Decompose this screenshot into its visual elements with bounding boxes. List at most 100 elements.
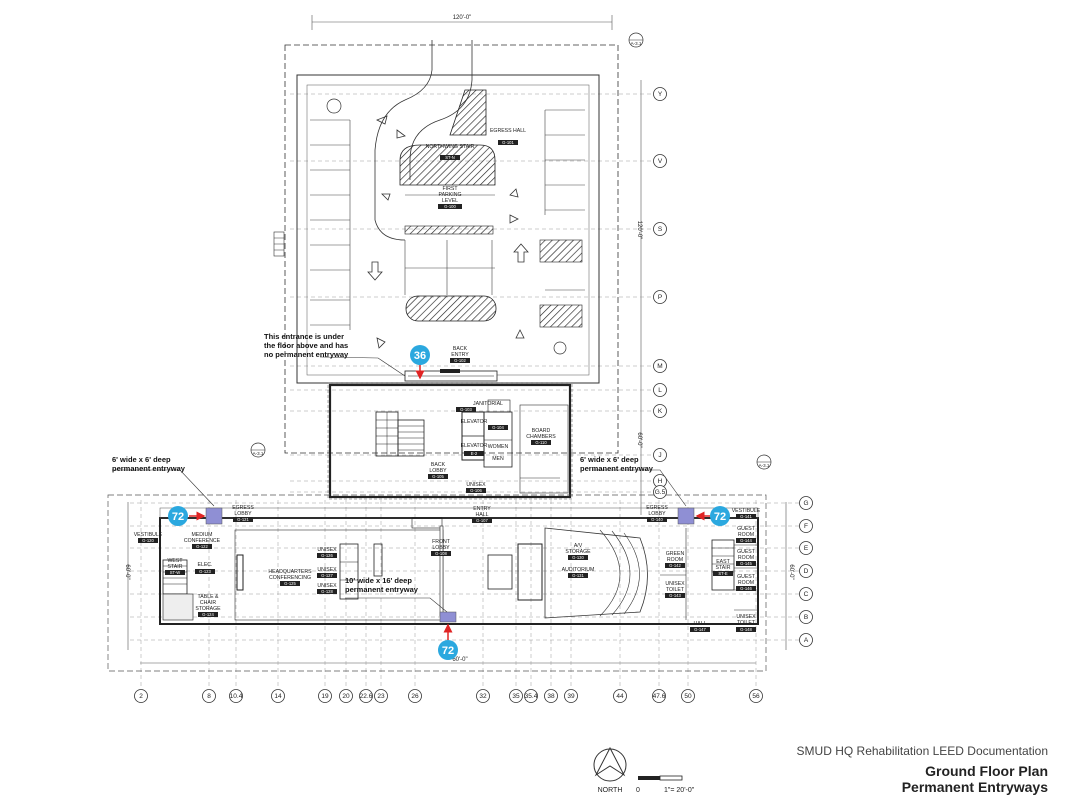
- grid-column-label: 19: [321, 693, 329, 700]
- svg-text:EGRESS: EGRESS: [232, 505, 254, 511]
- room-women: WOMEN: [488, 444, 509, 450]
- section-mark-west: A-3.1: [250, 442, 266, 458]
- grid-row-label: P: [658, 294, 662, 301]
- svg-text:CONFERENCE: CONFERENCE: [184, 538, 221, 544]
- room-elec: ELEC.: [198, 562, 213, 568]
- svg-text:PARKING: PARKING: [439, 192, 462, 198]
- svg-text:LOBBY: LOBBY: [648, 511, 666, 517]
- scale-bar: [638, 775, 683, 781]
- grid-column-bubble: 10.4: [229, 689, 243, 703]
- project-title: SMUD HQ Rehabilitation LEED Documentatio…: [796, 744, 1048, 758]
- grid-column-bubble: 14: [271, 689, 285, 703]
- svg-text:A-3.1: A-3.1: [759, 463, 770, 468]
- grid-row-label: D: [804, 568, 809, 575]
- grid-row-label: V: [658, 158, 663, 165]
- room-janitorial: JANITORIAL: [473, 401, 503, 407]
- svg-text:A-3.1: A-3.1: [631, 41, 642, 46]
- svg-text:GUEST: GUEST: [737, 574, 756, 580]
- svg-text:G-106: G-106: [470, 488, 482, 493]
- scale-zero: 0: [636, 787, 640, 794]
- room-elevator-2: ELEVATOR: [461, 443, 488, 449]
- svg-text:FIRST: FIRST: [443, 186, 459, 192]
- room-vestibule-east: VESTIBULE: [732, 508, 761, 514]
- svg-text:G-141: G-141: [740, 514, 752, 519]
- grid-column-label: 44: [616, 693, 624, 700]
- grid-row-label: G.5: [655, 489, 666, 496]
- room-front-lobby: FRONT LOBBY: [432, 539, 451, 551]
- svg-text:UNISEX: UNISEX: [665, 581, 685, 587]
- svg-text:WEST: WEST: [168, 558, 184, 564]
- svg-text:CHAMBERS: CHAMBERS: [526, 434, 556, 440]
- grid-column-label: 35.4: [525, 693, 538, 700]
- grid-column-bubble: 50: [681, 689, 695, 703]
- svg-text:This entrance is under: This entrance is under: [264, 332, 344, 341]
- room-back-lobby: BACK LOBBY: [429, 462, 447, 474]
- grid-row-lines: [130, 93, 799, 641]
- room-entry-hall: ENTRY HALL: [473, 506, 491, 518]
- grid-row-bubble: K: [653, 404, 667, 418]
- svg-text:G-121: G-121: [237, 517, 249, 522]
- entryway-west: [205, 507, 223, 525]
- svg-text:G-105: G-105: [432, 474, 444, 479]
- svg-text:STAIR: STAIR: [716, 565, 731, 571]
- room-unisex-1: UNISEX: [317, 547, 337, 553]
- svg-text:10' wide x 16' deep: 10' wide x 16' deep: [345, 576, 412, 585]
- grid-row-label: J: [658, 452, 661, 459]
- grid-column-bubble: 8: [202, 689, 216, 703]
- dim-bottom-center: 60'-0": [452, 657, 467, 663]
- scale-text: 1"= 20'-0": [664, 787, 695, 794]
- svg-text:permanent entryway: permanent entryway: [112, 464, 186, 473]
- svg-text:G-147: G-147: [694, 627, 706, 632]
- room-board-chambers: BOARD CHAMBERS: [526, 428, 556, 440]
- svg-text:72: 72: [172, 511, 184, 523]
- svg-text:G-148: G-148: [740, 627, 752, 632]
- room-auditorium: AUDITORIUM: [562, 567, 595, 573]
- svg-text:G-144: G-144: [740, 538, 752, 543]
- svg-text:permanent entryway: permanent entryway: [580, 464, 654, 473]
- svg-text:TOILET: TOILET: [666, 587, 685, 593]
- entryway-highlights: [205, 507, 695, 623]
- marker-east-entry: 72: [710, 506, 730, 526]
- svg-text:EGRESS: EGRESS: [646, 505, 668, 511]
- svg-text:G-127: G-127: [321, 573, 333, 578]
- svg-text:MEDIUM: MEDIUM: [191, 532, 212, 538]
- room-unisex-toilet-1: UNISEX TOILET: [665, 581, 685, 593]
- grid-column-label: 47.6: [653, 693, 666, 700]
- grid-column-lines: [140, 500, 757, 689]
- room-northwing-stair: NORTHWING STAIR: [426, 144, 475, 150]
- main-building: [107, 494, 767, 672]
- svg-text:G-104: G-104: [492, 425, 504, 430]
- grid-row-bubble: D: [799, 564, 813, 578]
- svg-text:72: 72: [442, 645, 454, 657]
- svg-text:A/V: A/V: [574, 543, 583, 549]
- svg-text:G-130: G-130: [572, 555, 584, 560]
- room-egress-lobby-east: EGRESS LOBBY: [646, 505, 668, 517]
- dim-overall-top: 120'-0": [453, 15, 472, 21]
- svg-text:UNISEX: UNISEX: [736, 614, 756, 620]
- svg-text:EAST: EAST: [716, 559, 730, 565]
- grid-column-bubble: 26: [408, 689, 422, 703]
- grid-column-label: 26: [411, 693, 419, 700]
- svg-text:GREEN: GREEN: [666, 551, 685, 557]
- room-green-room: GREEN ROOM: [666, 551, 685, 563]
- grid-column-bubble: 44: [613, 689, 627, 703]
- svg-text:E-2: E-2: [471, 451, 478, 456]
- room-egress-lobby-west: EGRESS LOBBY: [232, 505, 254, 517]
- svg-text:G-128: G-128: [321, 589, 333, 594]
- dimension-lines: [127, 15, 787, 664]
- room-vestibule-west: VESTIBULE: [134, 532, 163, 538]
- svg-text:FRONT: FRONT: [432, 539, 451, 545]
- grid-column-bubble: 47.6: [652, 689, 666, 703]
- svg-text:STORAGE: STORAGE: [195, 606, 221, 612]
- svg-text:G-103: G-103: [460, 407, 472, 412]
- section-mark-east: A-3.1: [756, 454, 772, 470]
- room-egress-hall-parking: EGRESS HALL: [490, 128, 526, 134]
- grid-row-bubble: G: [799, 496, 813, 510]
- grid-row-label: B: [804, 614, 808, 621]
- svg-text:ST-N: ST-N: [445, 155, 455, 160]
- grid-row-label: A: [804, 637, 809, 644]
- parking-garage: [273, 40, 619, 454]
- grid-row-bubble: V: [653, 154, 667, 168]
